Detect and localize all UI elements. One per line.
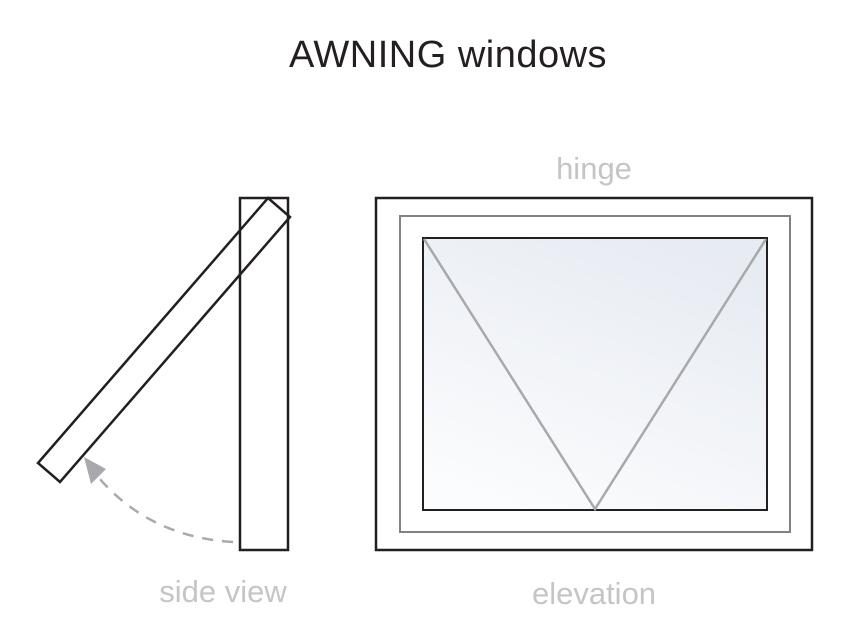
glass-pane bbox=[422, 237, 768, 511]
side-frame bbox=[238, 196, 290, 552]
opening-direction-lines bbox=[422, 238, 768, 512]
page-title: AWNING windows bbox=[288, 34, 608, 76]
elevation-drawing bbox=[374, 196, 814, 552]
side-view-label: side view bbox=[159, 574, 287, 609]
elevation-label: elevation bbox=[531, 576, 657, 611]
swing-arc bbox=[98, 477, 234, 544]
open-sash bbox=[36, 196, 292, 484]
hinge-label: hinge bbox=[556, 151, 632, 186]
side-view-drawing bbox=[36, 196, 292, 552]
swing-arrowhead-icon bbox=[84, 457, 106, 484]
